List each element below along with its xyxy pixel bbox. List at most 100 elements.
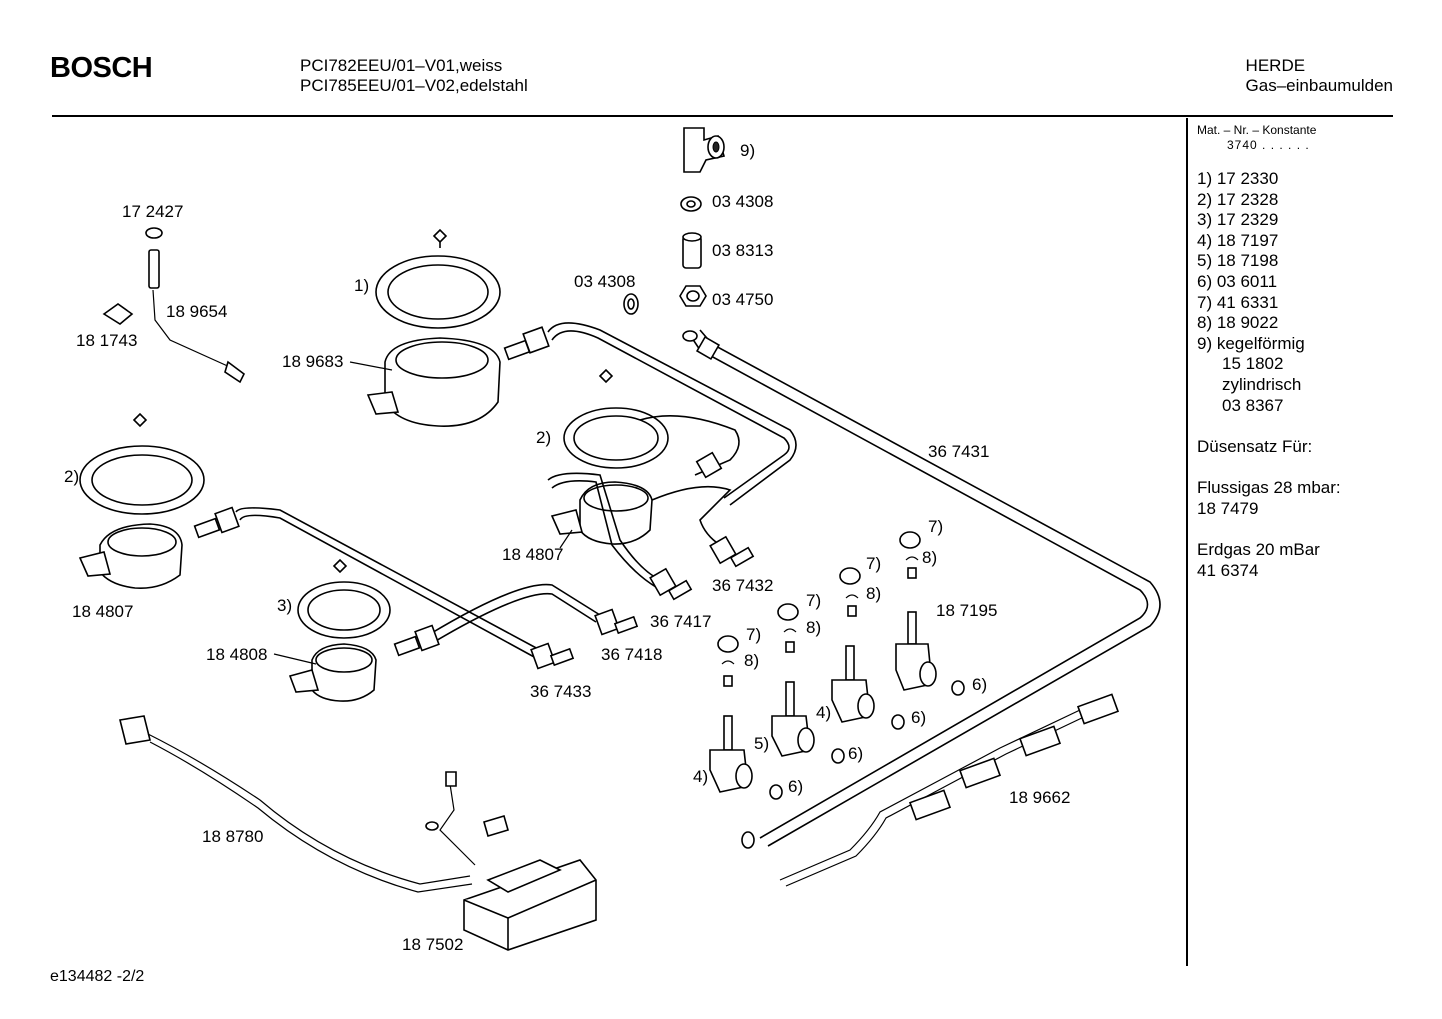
- document-id: e134482 -2/2: [50, 968, 145, 985]
- fluessiggas-value: 18 7479: [1197, 499, 1259, 519]
- knob-seal-set: [717, 531, 921, 687]
- model-line-1: PCI782EEU/01–V01,weiss: [300, 56, 503, 75]
- label-4-upper: 4): [816, 703, 831, 722]
- parts-legend-panel: Mat. – Nr. – Konstante 3740 . . . . . . …: [1197, 123, 1387, 581]
- label-189654: 18 9654: [166, 302, 227, 321]
- feed-pipe-top: [503, 322, 797, 506]
- gas-main-pipe: [682, 329, 1161, 849]
- label-367433: 36 7433: [530, 682, 591, 701]
- panel-divider: [1186, 118, 1188, 966]
- parts-list-subitem: 03 8367: [1222, 395, 1284, 415]
- label-034750: 03 4750: [712, 290, 773, 309]
- diagram-labels: 9) 03 4308 03 8313 03 4308 03 4750 17 24…: [64, 141, 1070, 954]
- label-367418: 36 7418: [601, 645, 662, 664]
- label-184808: 18 4808: [206, 645, 267, 664]
- header-divider: [52, 115, 1393, 117]
- parts-list-subitem: 15 1802: [1222, 354, 1284, 374]
- feed-pipe-367418: [393, 583, 639, 657]
- label-172427: 17 2427: [122, 202, 183, 221]
- konstante-value: 3740 . . . . . .: [1227, 138, 1310, 152]
- label-184807-center: 18 4807: [502, 545, 563, 564]
- gas-tap-4-upper: [831, 645, 875, 723]
- label-6-b: 6): [911, 708, 926, 727]
- parts-list-item: 5) 18 7198: [1197, 251, 1279, 271]
- label-7-d: 7): [746, 625, 761, 644]
- label-8-c: 8): [806, 618, 821, 637]
- burner-2-center-assembly: [550, 368, 669, 545]
- label-038313: 03 8313: [712, 241, 773, 260]
- parts-list-item: 9) kegelförmig: [1197, 333, 1305, 353]
- fluessiggas-label: Flussigas 28 mbar:: [1197, 478, 1341, 498]
- wiring-harness: [119, 715, 509, 893]
- o-ring-set: [769, 680, 965, 800]
- category-line-2: Gas–einbaumulden: [1245, 76, 1393, 95]
- label-367432: 36 7432: [712, 576, 773, 595]
- erdgas-value: 41 6374: [1197, 561, 1259, 581]
- label-1: 1): [354, 276, 369, 295]
- label-8-d: 8): [744, 651, 759, 670]
- model-line-2: PCI785EEU/01–V02,edelstahl: [300, 76, 528, 95]
- label-187195: 18 7195: [936, 601, 997, 620]
- gas-tap-5: [771, 681, 815, 757]
- ignition-plug-assembly: [102, 227, 246, 384]
- parts-list-item: 4) 18 7197: [1197, 230, 1279, 250]
- elbow-fitting-9: [683, 127, 726, 173]
- erdgas-block: Erdgas 20 mBar 41 6374: [1197, 539, 1387, 581]
- label-5: 5): [754, 734, 769, 753]
- label-4-lower: 4): [693, 767, 708, 786]
- label-188780: 18 8780: [202, 827, 263, 846]
- burner-2-left-assembly: [78, 412, 205, 590]
- nozzle-038313: [682, 232, 702, 269]
- washer-034308-left: [623, 293, 639, 315]
- label-034308-left: 03 4308: [574, 272, 635, 291]
- leader-lines: [273, 361, 573, 665]
- fluessiggas-block: Flussigas 28 mbar: 18 7479: [1197, 477, 1387, 519]
- erdgas-label: Erdgas 20 mBar: [1197, 540, 1320, 560]
- gas-tap-4-lower: [709, 715, 753, 793]
- parts-list-item: 8) 18 9022: [1197, 313, 1279, 333]
- label-6-a: 6): [972, 675, 987, 694]
- parts-list-item: 7) 41 6331: [1197, 292, 1279, 312]
- label-7-a: 7): [928, 517, 943, 536]
- feed-pipe-367432: [639, 415, 755, 568]
- konstante-title: Mat. – Nr. – Konstante: [1197, 123, 1317, 137]
- category-line-1: HERDE: [1245, 56, 1306, 75]
- feed-pipe-367433: [193, 506, 575, 670]
- category: HERDE Gas–einbaumulden: [1246, 56, 1393, 96]
- parts-list: 1) 17 2330 2) 17 2328 3) 17 2329 4) 18 7…: [1197, 169, 1387, 416]
- parts-list-item: 2) 17 2328: [1197, 189, 1279, 209]
- label-2-center: 2): [536, 428, 551, 447]
- parts-list-item: 6) 03 6011: [1197, 271, 1278, 291]
- label-9: 9): [740, 141, 755, 160]
- feed-pipe-367417: [547, 472, 693, 601]
- ignition-module: [463, 859, 597, 951]
- label-367417: 36 7417: [650, 612, 711, 631]
- label-3: 3): [277, 596, 292, 615]
- brand-logo: BOSCH: [50, 52, 153, 84]
- label-7-b: 7): [866, 554, 881, 573]
- label-189662: 18 9662: [1009, 788, 1070, 807]
- label-181743: 18 1743: [76, 331, 137, 350]
- burner-1-assembly: [366, 228, 501, 427]
- label-7-c: 7): [806, 591, 821, 610]
- label-187502: 18 7502: [402, 935, 463, 954]
- nut-034750: [679, 285, 707, 307]
- label-034308-top: 03 4308: [712, 192, 773, 211]
- parts-list-item: 3) 17 2329: [1197, 210, 1279, 230]
- label-8-b: 8): [866, 584, 881, 603]
- label-8-a: 8): [922, 548, 937, 567]
- parts-list-item: 1) 17 2330: [1197, 169, 1279, 188]
- label-367431: 36 7431: [928, 442, 989, 461]
- parts-list-subitem: zylindrisch: [1222, 374, 1302, 394]
- duesensatz-heading: Düsensatz Für:: [1197, 437, 1313, 457]
- gas-tap-187195: [895, 611, 937, 691]
- label-2-left: 2): [64, 467, 79, 486]
- label-189683: 18 9683: [282, 352, 343, 371]
- label-6-c: 6): [848, 744, 863, 763]
- washer-034308-top: [680, 196, 702, 212]
- ignition-switch-harness: [779, 693, 1120, 887]
- label-6-d: 6): [788, 777, 803, 796]
- label-184807-left: 18 4807: [72, 602, 133, 621]
- model-list: PCI782EEU/01–V01,weiss PCI785EEU/01–V02,…: [300, 56, 528, 96]
